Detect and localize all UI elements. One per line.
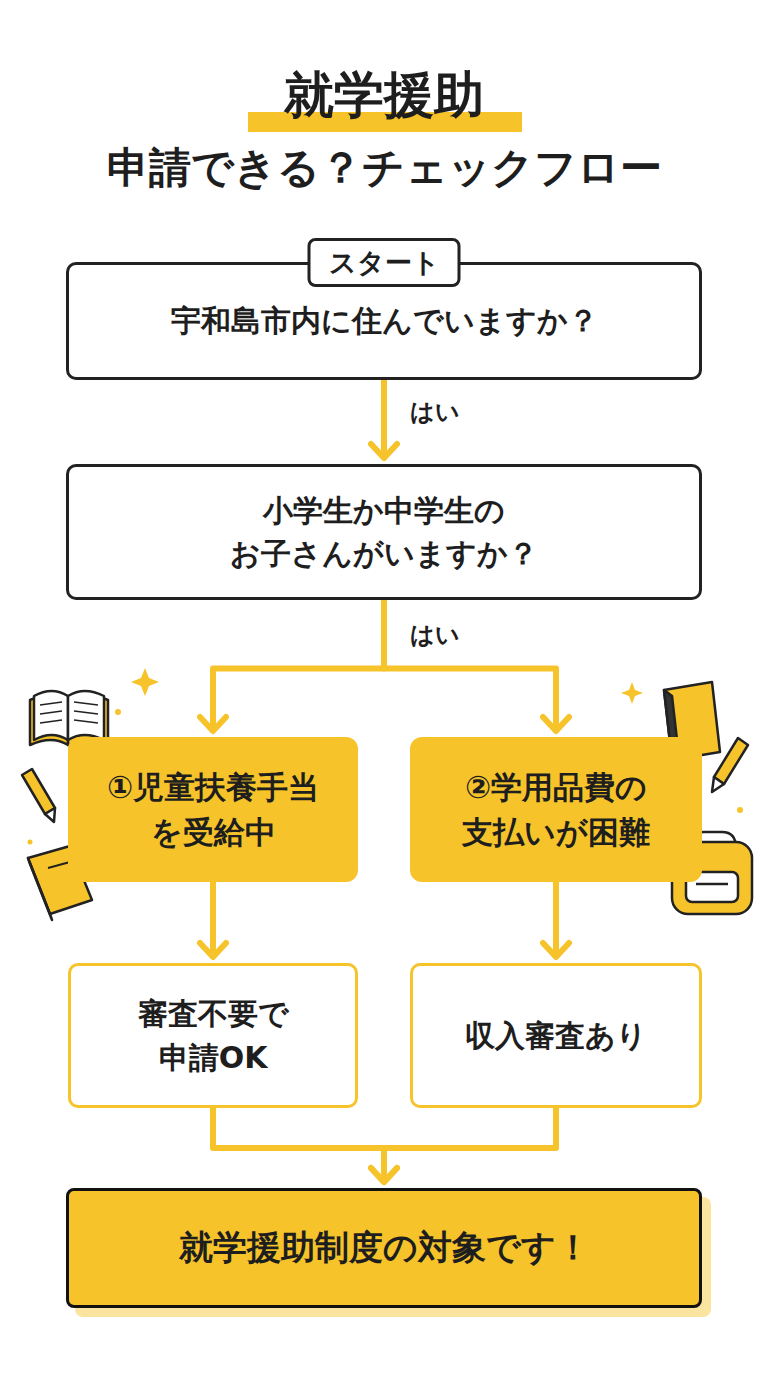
flow-arrow [213, 1108, 397, 1182]
flow-arrow [371, 380, 397, 458]
arrow-line [384, 1108, 556, 1182]
start-tab: スタート [308, 238, 461, 287]
arrow-line [213, 1108, 384, 1182]
box-text: 就学援助制度の対象です！ [179, 1223, 590, 1272]
subtitle: 申請できる？チェックフロー [0, 140, 768, 196]
arrow-line [210, 882, 216, 957]
arrow-line [381, 380, 387, 458]
arrow-head [371, 1168, 397, 1182]
flow-arrow [371, 1108, 556, 1182]
final-result-box: 就学援助制度の対象です！ [66, 1188, 702, 1308]
pencil [712, 738, 748, 792]
result-box: 収入審査あり [410, 963, 702, 1108]
box-text: ①児童扶養手当 を受給中 [93, 765, 333, 855]
arrow-line [553, 882, 559, 957]
arrow-head [200, 717, 226, 731]
flow-arrow [200, 882, 226, 957]
box-text: 小学生か中学生の お子さんがいますか？ [224, 489, 544, 576]
arrow-head [543, 717, 569, 731]
start-question-box: スタート宇和島市内に住んでいますか？ [66, 262, 702, 380]
box-text: ②学用品費の 支払いが困難 [456, 765, 656, 855]
condition-box: ①児童扶養手当 を受給中 [68, 737, 358, 882]
flow-arrow [200, 600, 384, 731]
question-box: 小学生か中学生の お子さんがいますか？ [66, 464, 702, 600]
edge-label: はい [410, 619, 460, 651]
edge-label: はい [410, 396, 460, 428]
box-text: 宇和島市内に住んでいますか？ [171, 299, 598, 343]
box-text: 審査不要で 申請OK [128, 992, 298, 1079]
arrow-line [213, 600, 384, 731]
arrow-head [543, 943, 569, 957]
result-box: 審査不要で 申請OK [68, 963, 358, 1108]
arrow-line [384, 600, 556, 731]
flow-arrow [384, 600, 569, 731]
title: 就学援助 [0, 62, 768, 129]
flow-arrow [543, 882, 569, 957]
box-text: 収入審査あり [465, 1014, 647, 1058]
pencil [22, 769, 55, 822]
arrow-head [200, 943, 226, 957]
arrow-head [371, 444, 397, 458]
condition-box: ②学用品費の 支払いが困難 [410, 737, 702, 882]
